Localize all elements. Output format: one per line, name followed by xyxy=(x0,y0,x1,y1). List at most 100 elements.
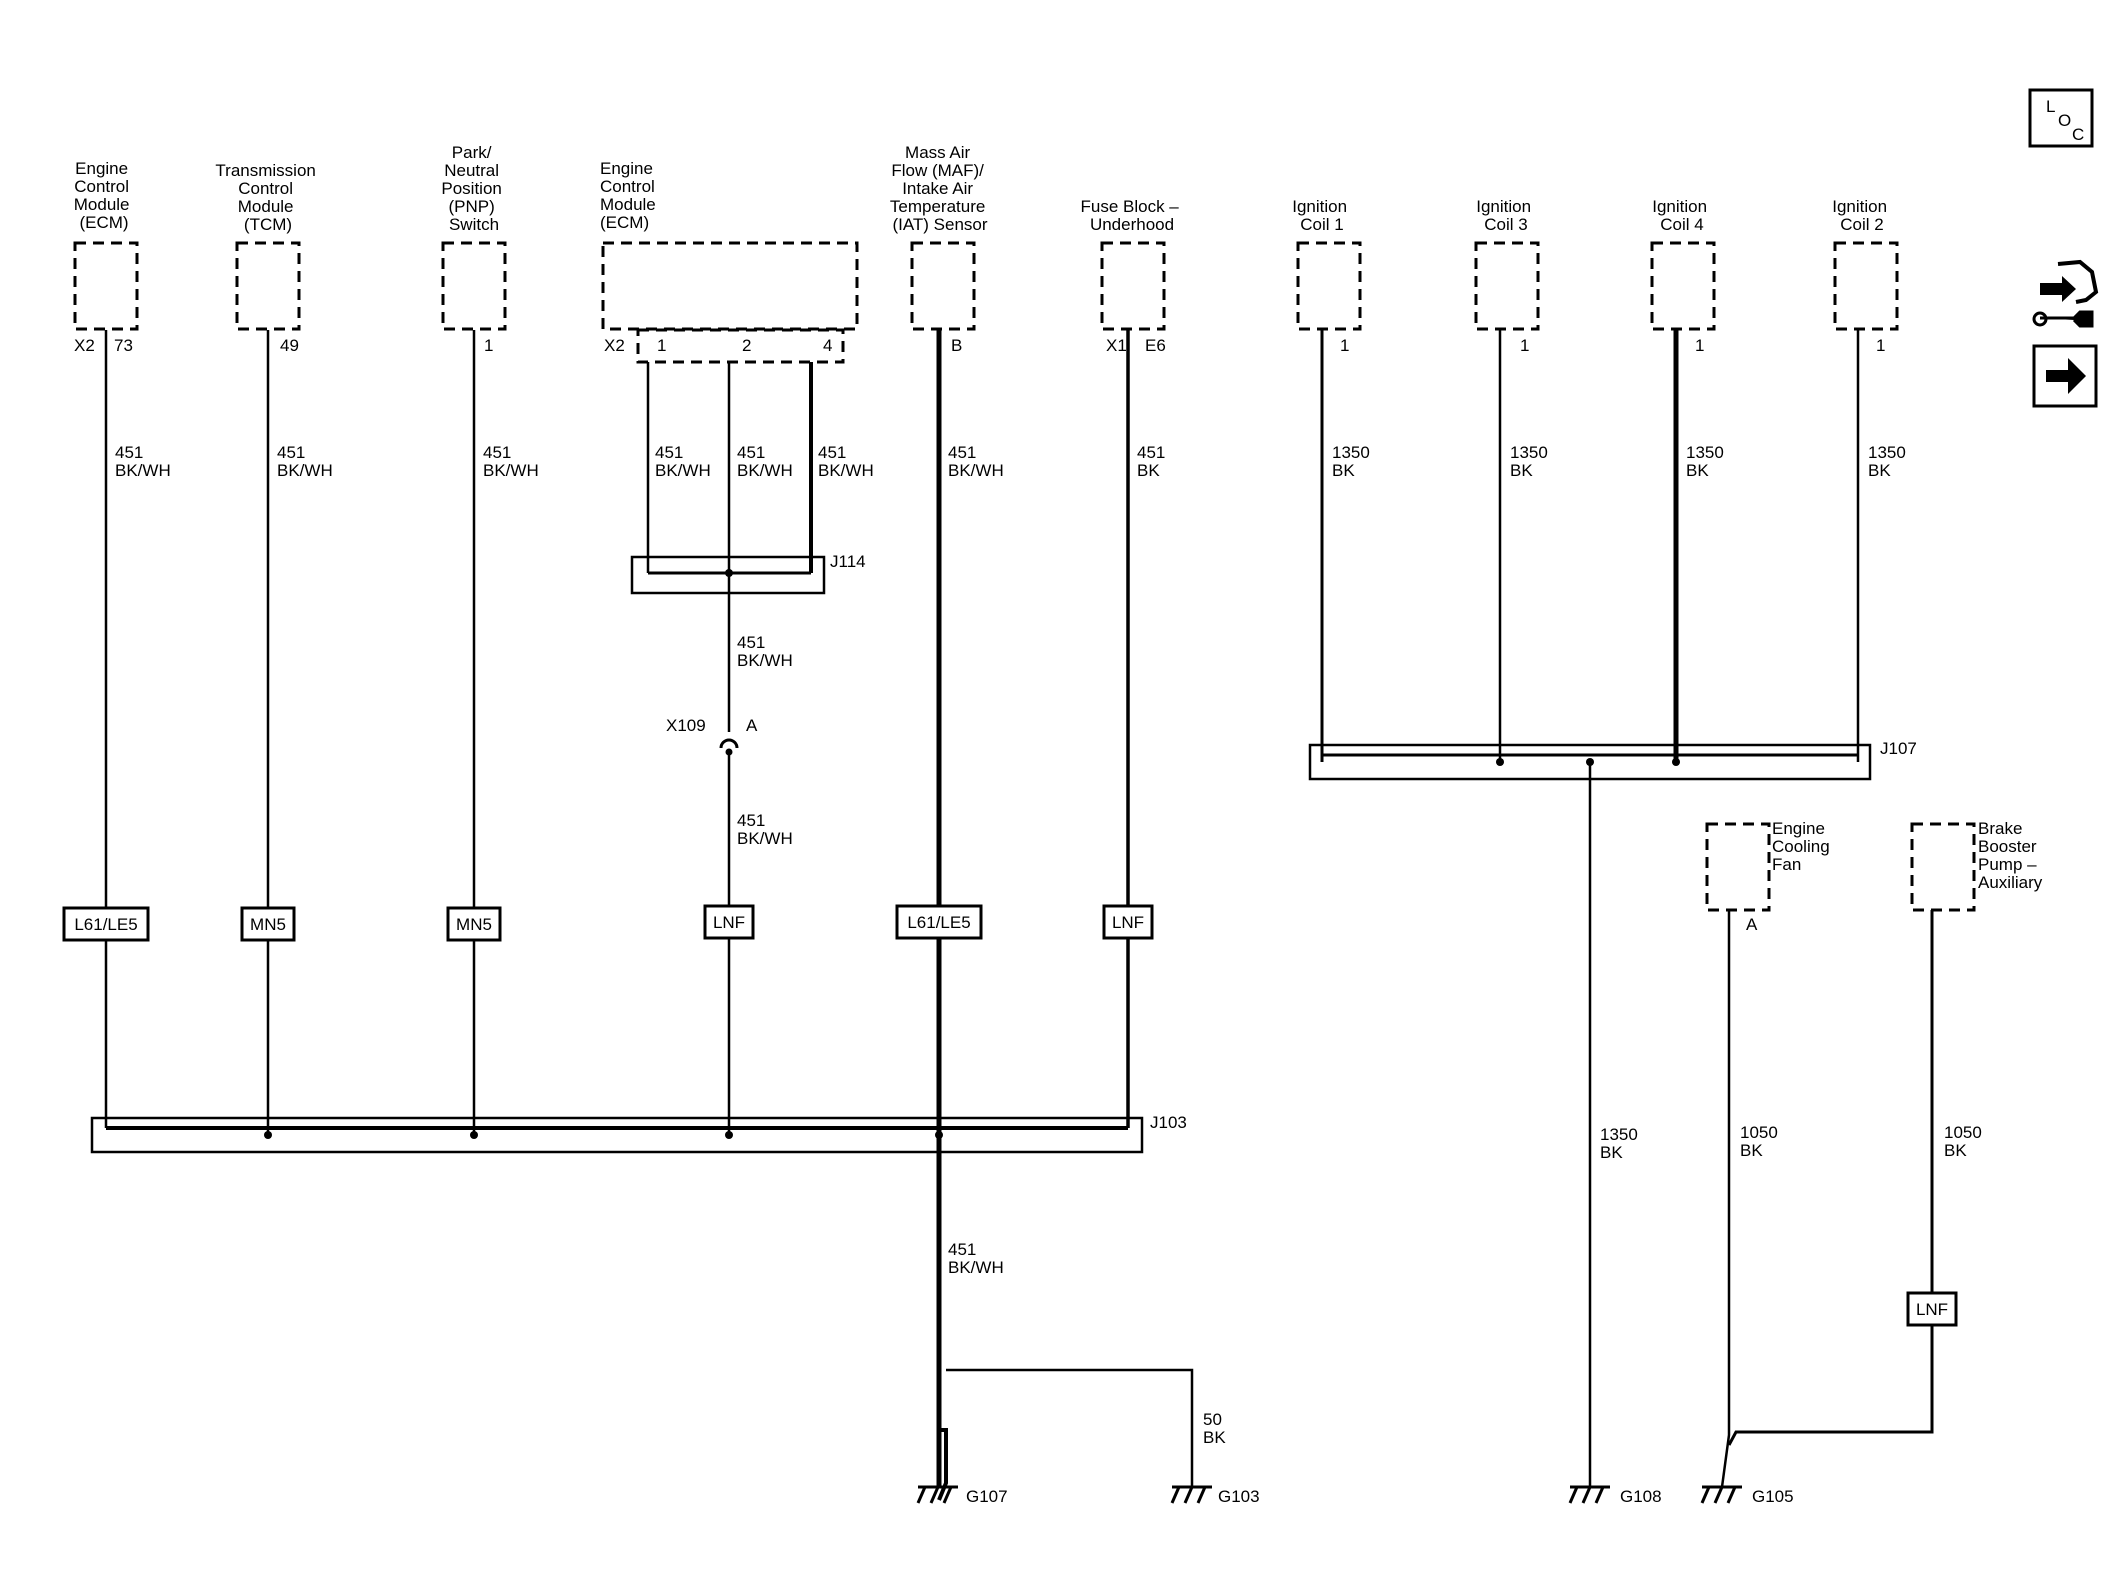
tcm-pin: 49 xyxy=(280,336,299,355)
fuse-block-component xyxy=(1100,241,1166,331)
ignition-coil-1-component xyxy=(1296,241,1362,331)
ecm-x2-connector-id: X2 xyxy=(74,336,95,355)
connector-end-view-icon[interactable] xyxy=(2032,259,2099,328)
splice-j103-dot-tcm xyxy=(264,1131,272,1139)
brake-booster-pump-label: Brake Booster Pump – Auxiliary xyxy=(1978,819,2043,892)
ecm-x2-pin: 73 xyxy=(114,336,133,355)
connector-x109-label: X109 xyxy=(666,716,706,735)
maf-pin: B xyxy=(951,336,962,355)
ground-g105-symbol xyxy=(1700,1485,1742,1504)
ignition-coil-3-label: Ignition Coil 3 xyxy=(1476,197,1536,234)
ignition-coil-4-label: Ignition Coil 4 xyxy=(1652,197,1712,234)
ecm-x2-label: Engine Control Module (ECM) xyxy=(74,159,135,232)
arrow-right-icon xyxy=(2046,358,2086,394)
loc-letter-o: O xyxy=(2058,111,2071,130)
wire-g107-jog xyxy=(937,1428,948,1501)
splice-j107-dot-coil3 xyxy=(1496,758,1504,766)
ecm-main-connector xyxy=(636,328,845,364)
splice-j114-dot xyxy=(725,569,733,577)
wire-g103-branch xyxy=(946,1368,1194,1487)
splice-j103-dot-pnp xyxy=(470,1131,478,1139)
option-box-pnp xyxy=(446,906,502,942)
pnp-switch-component xyxy=(441,241,507,331)
maf-sensor-component xyxy=(910,241,976,331)
ignition-coil-3-component xyxy=(1474,241,1540,331)
splice-j107-dot-coil4 xyxy=(1672,758,1680,766)
maf-sensor-label: Mass Air Flow (MAF)/ Intake Air Temperat… xyxy=(890,143,990,234)
option-label-ecm-lnf: LNF xyxy=(713,913,745,932)
option-label-brake-pump: LNF xyxy=(1916,1300,1948,1319)
ground-g108-label: G108 xyxy=(1620,1487,1662,1506)
splice-j103-dot-maf xyxy=(935,1131,943,1139)
tcm-component xyxy=(235,241,301,331)
ecm-main-pin-4: 4 xyxy=(823,336,832,355)
coil-1-pin: 1 xyxy=(1340,336,1349,355)
next-page-button[interactable] xyxy=(2032,344,2098,408)
ground-g108-symbol xyxy=(1568,1485,1610,1504)
wire-cooling-fan xyxy=(1720,910,1731,1488)
option-label-fuse: LNF xyxy=(1112,913,1144,932)
ground-g103-symbol xyxy=(1170,1485,1212,1504)
component-locator-button[interactable]: L O C xyxy=(2028,88,2094,148)
splice-j103-label: J103 xyxy=(1150,1113,1187,1132)
option-box-ecm-lnf xyxy=(703,904,755,940)
option-label-pnp: MN5 xyxy=(456,915,492,934)
engine-cooling-fan-component xyxy=(1705,822,1771,912)
cooling-fan-pin: A xyxy=(1746,915,1758,934)
ecm-main-pin-2: 2 xyxy=(742,336,751,355)
splice-j107 xyxy=(1308,743,1872,781)
tcm-label: Transmission Control Module (TCM) xyxy=(215,161,320,234)
coil-4-pin: 1 xyxy=(1695,336,1704,355)
ground-g107-label: G107 xyxy=(966,1487,1008,1506)
fuse-connector-id: X1 xyxy=(1106,336,1127,355)
engine-cooling-fan-label: Engine Cooling Fan xyxy=(1772,819,1834,874)
connector-x109-male xyxy=(725,748,733,756)
ignition-coil-1-label: Ignition Coil 1 xyxy=(1292,197,1352,234)
ecm-main-component xyxy=(601,241,859,331)
coil-2-pin: 1 xyxy=(1876,336,1885,355)
option-label-tcm: MN5 xyxy=(250,915,286,934)
ground-g105-label: G105 xyxy=(1752,1487,1794,1506)
coil-3-pin: 1 xyxy=(1520,336,1529,355)
ground-g103-label: G103 xyxy=(1218,1487,1260,1506)
ecm-main-connector-id: X2 xyxy=(604,336,625,355)
option-box-tcm xyxy=(240,906,296,942)
splice-j107-dot-g108 xyxy=(1586,758,1594,766)
fuse-block-label: Fuse Block – Underhood xyxy=(1081,197,1184,234)
ground-g107-symbol xyxy=(916,1485,958,1504)
splice-j103 xyxy=(90,1116,1144,1154)
ecm-main-pin-1: 1 xyxy=(657,336,666,355)
splice-j107-label: J107 xyxy=(1880,739,1917,758)
loc-letter-c: C xyxy=(2072,125,2084,144)
option-box-fuse xyxy=(1102,904,1154,940)
brake-booster-pump-component xyxy=(1910,822,1976,912)
ignition-coil-2-component xyxy=(1833,241,1899,331)
fuse-pin: E6 xyxy=(1145,336,1166,355)
option-label-maf: L61/LE5 xyxy=(907,913,970,932)
ecm-main-label: Engine Control Module (ECM) xyxy=(600,159,661,232)
option-label-ecm-x2: L61/LE5 xyxy=(74,915,137,934)
option-box-brake-pump xyxy=(1906,1291,1958,1327)
splice-j103-dot-lnf xyxy=(725,1131,733,1139)
loc-letter-l: L xyxy=(2046,97,2055,116)
connector-x109-female xyxy=(719,738,739,749)
pnp-pin: 1 xyxy=(484,336,493,355)
splice-j114-label: J114 xyxy=(830,552,866,571)
splice-j114 xyxy=(630,555,826,595)
wire-brake-pump xyxy=(1727,910,1934,1446)
